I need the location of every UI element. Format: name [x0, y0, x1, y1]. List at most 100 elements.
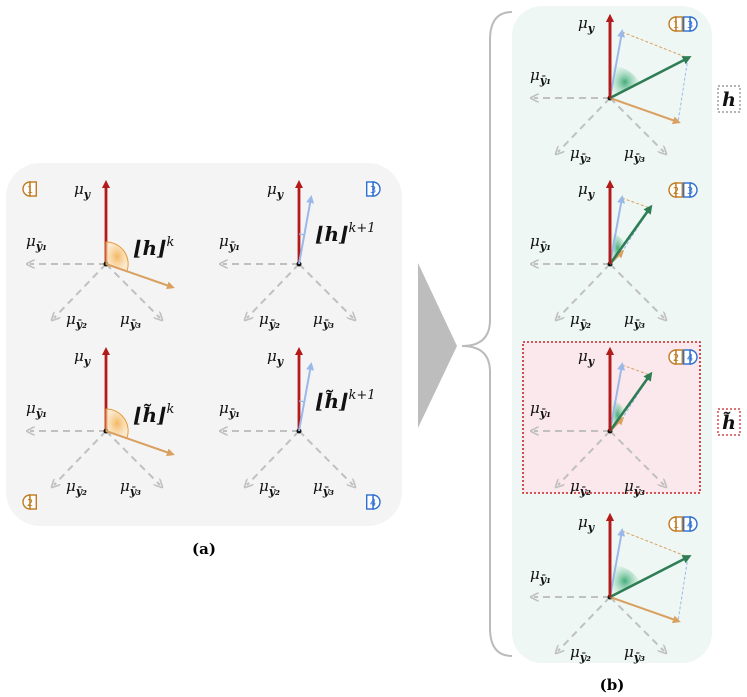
b3-proj-side [621, 374, 651, 420]
side-label-box-1 [717, 85, 741, 113]
a3-label: ⌊h⌋k+1 [315, 221, 376, 246]
curly-brace [461, 11, 513, 657]
b1-orange-vector [609, 97, 681, 125]
b4-badge-right: 4 [683, 516, 698, 532]
a1-badge: 1 [22, 181, 38, 197]
a2-orange-vector [105, 430, 175, 457]
a4-label-mu-y1: μȳ₁ [219, 399, 240, 420]
b4-label-mu-y: μy [578, 513, 596, 534]
a1-label-mu-y3: μȳ₃ [120, 310, 141, 331]
a1-label-mu-y1: μȳ₁ [26, 232, 47, 253]
b2-label-mu-y: μy [578, 180, 596, 201]
b2-label-mu-y3: μȳ₃ [624, 310, 645, 331]
b2-axis-mu-y2 [558, 263, 611, 318]
a1-axis-mu-y2 [54, 263, 107, 318]
a2-axes: μy μȳ₁ μȳ₂ μȳ₃ [26, 347, 160, 498]
a2-axis-mu-y3 [105, 430, 160, 485]
b4-label-mu-y3: μȳ₃ [624, 643, 645, 664]
a3-angle-arc [298, 233, 306, 236]
a3-label-mu-y3: μȳ₃ [313, 310, 334, 331]
a4-label-mu-y: μy [267, 347, 285, 368]
b1-badge-left-number: 1 [673, 20, 679, 31]
a2-badge-number: 2 [27, 498, 33, 509]
a4-axis-mu-y3 [298, 430, 353, 485]
b2-badge-left: 2 [668, 182, 684, 198]
a3-badge: 3 [366, 181, 381, 197]
a2-badge: 2 [22, 494, 38, 510]
b1-badge-right-number: 3 [687, 20, 693, 31]
b4-axis-mu-y3 [609, 596, 664, 651]
a2-label-mu-y: μy [74, 347, 92, 368]
b3-axis-mu-y3 [609, 430, 664, 485]
a4-label-mu-y2: μȳ₂ [259, 477, 280, 498]
panel-a-cell-2: μy μȳ₁ μȳ₂ μȳ₃ ⌊h̃⌋k 2 [22, 347, 175, 510]
panel-b-background [512, 6, 712, 663]
b3-label-mu-y: μy [578, 347, 596, 368]
b1-axis-mu-y3 [609, 97, 664, 152]
b3-axis-mu-y2 [558, 430, 611, 485]
a4-badge: 4 [366, 494, 381, 510]
a1-orange-vector [105, 263, 175, 290]
b2-blue-vector [609, 195, 626, 265]
side-label-2: h̃ [722, 412, 736, 434]
a1-axis-mu-y3 [105, 263, 160, 318]
a3-label-mu-y2: μȳ₂ [259, 310, 280, 331]
b1-green-vector [609, 56, 692, 100]
a3-axis-mu-y2 [247, 263, 300, 318]
b4-angle-wedge [610, 564, 640, 597]
a3-blue-vector [298, 195, 315, 265]
a2-label-mu-y2: μȳ₂ [66, 477, 87, 498]
a2-angle-wedge [105, 408, 129, 439]
b1-badge-left: 1 [668, 16, 684, 32]
b3-axes: μy μȳ₁ μȳ₂ μȳ₃ [530, 347, 664, 498]
b3-label-mu-y1: μȳ₁ [530, 399, 551, 420]
b1-label-mu-y1: μȳ₁ [530, 66, 551, 87]
a2-label: ⌊h̃⌋k [133, 402, 174, 427]
b4-proj-top [621, 530, 689, 558]
b4-label-mu-y1: μȳ₁ [530, 565, 551, 586]
a1-label: ⌊h⌋k [133, 235, 174, 260]
b4-badge-left-number: 1 [673, 520, 679, 531]
caption-a: (a) [192, 540, 216, 558]
b1-label-mu-y2: μȳ₂ [570, 144, 591, 165]
b3-badge-left-number: 2 [673, 353, 679, 364]
b2-label-mu-y1: μȳ₁ [530, 232, 551, 253]
b1-proj-side [677, 57, 689, 123]
a4-angle-arc [298, 400, 306, 403]
b3-badge-right: 4 [683, 349, 698, 365]
b4-badge-left: 1 [668, 516, 684, 532]
b2-badge-right-number: 3 [687, 186, 693, 197]
b1-blue-vector [609, 29, 626, 99]
b3-label-mu-y3: μȳ₃ [624, 477, 645, 498]
transition-arrow [418, 263, 457, 428]
b3-green-vector [608, 371, 653, 432]
a2-axis-mu-y2 [54, 430, 107, 485]
b2-badge-right: 3 [683, 182, 698, 198]
b2-green-vector [608, 204, 653, 265]
b3-label-mu-y2: μȳ₂ [570, 477, 591, 498]
b2-axis-mu-y3 [609, 263, 664, 318]
a3-badge-number: 3 [370, 185, 376, 196]
b1-proj-top [621, 31, 689, 59]
a2-label-mu-y1: μȳ₁ [26, 399, 47, 420]
b1-label-mu-y3: μȳ₃ [624, 144, 645, 165]
a2-label-mu-y3: μȳ₃ [120, 477, 141, 498]
side-label-1: h [722, 89, 736, 111]
side-label-box-2 [717, 408, 741, 436]
b3-badge-right-number: 4 [687, 353, 693, 364]
a4-badge-number: 4 [370, 498, 376, 509]
b1-badge-right: 3 [683, 16, 698, 32]
b1-angle-wedge [610, 65, 640, 98]
b4-axis-mu-y2 [558, 596, 611, 651]
b3-blue-vector [609, 362, 626, 432]
